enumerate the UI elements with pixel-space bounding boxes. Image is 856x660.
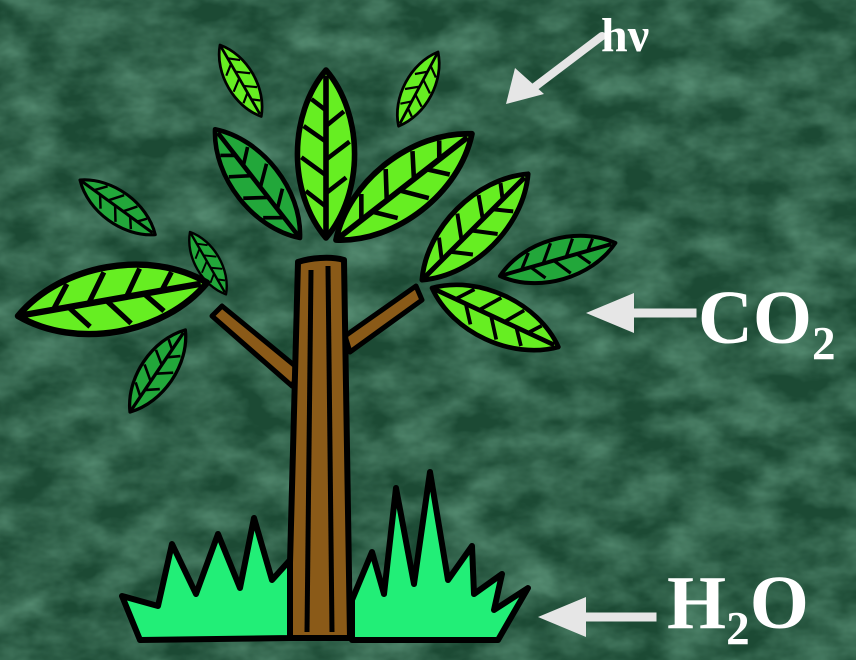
h2o-subscript: 2 — [726, 603, 750, 655]
light-energy-label: hν — [601, 12, 649, 60]
h2o-label: H2O — [667, 565, 809, 641]
light-energy-text: hν — [601, 9, 649, 62]
co2-label: CO2 — [698, 280, 836, 356]
h2o-h-text: H — [667, 561, 726, 645]
co2-text: CO — [698, 276, 812, 360]
h2o-o-text: O — [750, 561, 809, 645]
co2-subscript: 2 — [812, 318, 836, 370]
